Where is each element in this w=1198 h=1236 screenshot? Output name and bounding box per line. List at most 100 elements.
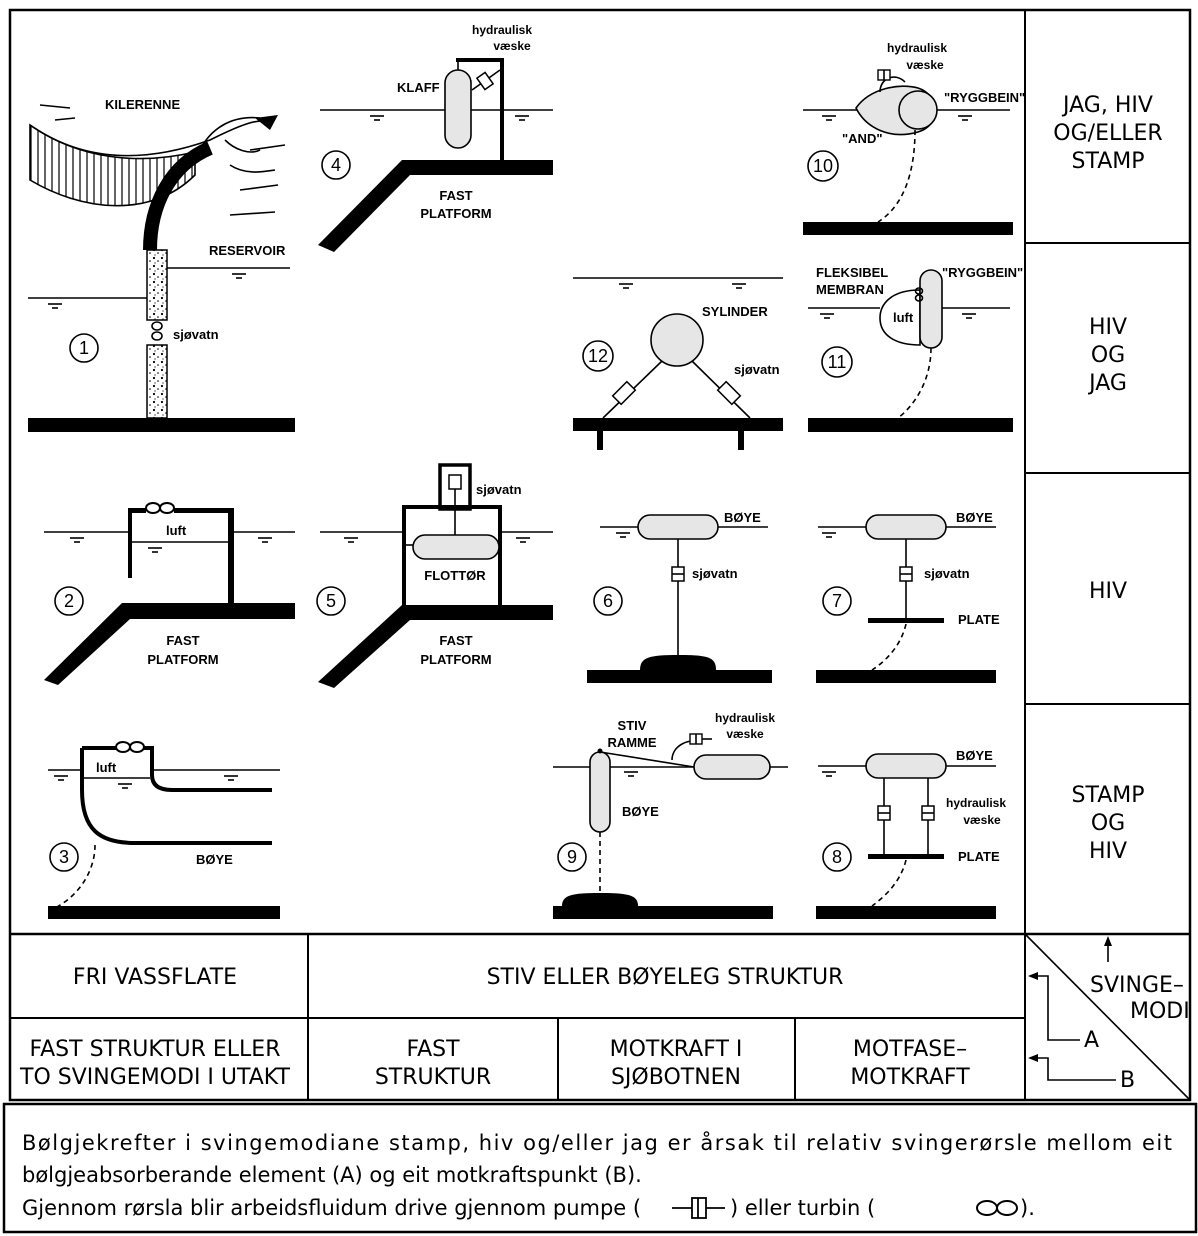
cell-9-label-hydraulisk: hydraulisk [715,711,775,725]
cell-5-float: 5 sjøvatn FLOTTØR FAST PLATFORM [317,465,553,688]
cell-7-label-sjovatn: sjøvatn [924,566,970,581]
cell-10-label-and: "AND" [842,131,883,146]
cell-12-label-sjovatn: sjøvatn [734,362,780,377]
cell-11-label-membran: MEMBRAN [816,282,884,297]
cell-2-label-platform: PLATFORM [147,652,218,667]
cell-1-label-reservoir: RESERVOIR [209,243,286,258]
caption-line-3a: Gjennom rørsla blir arbeidsfluidum drive… [22,1196,641,1220]
cell-12-number: 12 [588,346,608,366]
free-surface-label: FRI VASSFLATE [73,965,237,990]
cell-2-label-fast: FAST [166,633,199,648]
cell-1-label-sjovatn: sjøvatn [173,327,219,342]
cell-8-label-vaeske: væske [963,813,1001,827]
cell-2-number: 2 [64,591,74,611]
mode-2-line-1: HIV [1089,315,1127,340]
legend-a: A [1084,1028,1099,1053]
cell-6-label-sjovatn: sjøvatn [692,566,738,581]
cell-8-number: 8 [832,847,842,867]
cell-11-label-ryggbein: "RYGGBEIN" [942,265,1023,280]
cell-3-number: 3 [59,847,69,867]
caption-line-3c: ). [1020,1196,1035,1220]
cell-4-label-klaff: KLAFF [397,80,440,95]
cell-3-floating-owc: 3 luft BØYE [48,740,280,919]
cell-4-flap: 4 hydraulisk væske KLAFF FAST PLATFORM [318,23,553,252]
cell-10-label-vaeske: væske [906,58,944,72]
mode-1-line-3: STAMP [1072,149,1145,174]
mode-legend: SVINGE– MODI A B [1028,936,1190,1093]
arrow-up-icon [1104,936,1112,946]
cell-4-label-fast: FAST [439,188,472,203]
fixed-structure-or-two-modes-line-1: FAST STRUKTUR ELLER [29,1037,280,1062]
cell-4-number: 4 [331,155,341,175]
arrow-left-icon [1028,1054,1038,1062]
cell-8-buoy-plate-hydraulic: 8 BØYE hydraulisk væske PLATE [816,748,1006,919]
cell-8-label-boye: BØYE [956,748,993,763]
cell-9-label-boye: BØYE [622,804,659,819]
cell-12-label-sylinder: SYLINDER [702,304,768,319]
caption: Bølgjekrefter i svingemodiane stamp, hiv… [22,1130,1172,1220]
mode-2-line-3: JAG [1087,371,1127,396]
cell-7-label-plate: PLATE [958,612,1000,627]
mode-4-line-2: OG [1091,811,1125,836]
cell-11-label-luft: luft [893,310,914,325]
category-labels: FRI VASSFLATE STIV ELLER BØYELEG STRUKTU… [19,965,970,1090]
mode-3-line-1: HIV [1089,579,1127,604]
cell-1-number: 1 [79,338,89,358]
legend-svinge: SVINGE– [1090,973,1184,998]
cell-10-duck: 10 hydraulisk væske "RYGGBEIN" "AND" [803,41,1025,235]
mode-4-line-3: HIV [1089,839,1127,864]
caption-line-1: Bølgjekrefter i svingemodiane stamp, hiv… [22,1130,1172,1155]
cell-1-tapchan: 1 KILERENNE RESERVOIR sjøvatn [28,97,295,432]
cell-5-number: 5 [326,591,336,611]
pump-icon [672,1198,725,1218]
seabed-reaction-line-1: MOTKRAFT I [610,1037,743,1062]
cell-2-label-luft: luft [166,523,187,538]
legend-modi: MODI [1130,999,1190,1024]
antiphase-reaction-line-1: MOTFASE– [853,1037,967,1062]
cell-2-owc: 2 luft FAST PLATFORM [44,501,295,685]
mode-labels: JAG, HIV OG/ELLER STAMP HIV OG JAG HIV S… [1053,93,1162,864]
cell-6-buoy-seabed: 6 BØYE sjøvatn [587,510,772,683]
cell-9-label-stiv: STIV [618,718,647,733]
cell-5-label-flottor: FLOTTØR [424,568,486,583]
cell-4-label-hydraulisk: hydraulisk [472,23,532,37]
fixed-structure-line-2: STRUKTUR [375,1065,491,1090]
cell-6-number: 6 [603,591,613,611]
caption-line-3b: ) eller turbin ( [730,1196,875,1220]
fixed-structure-or-two-modes-line-2: TO SVINGEMODI I UTAKT [19,1065,290,1090]
cell-11-number: 11 [828,352,847,372]
fixed-structure-line-1: FAST [406,1037,460,1062]
cell-12-cylinder: 12 SYLINDER sjøvatn [573,278,783,450]
cell-8-label-plate: PLATE [958,849,1000,864]
cell-7-label-boye: BØYE [956,510,993,525]
cell-3-label-boye: BØYE [196,852,233,867]
mode-1-line-2: OG/ELLER [1053,121,1162,146]
cell-9-label-ramme: RAMME [607,735,656,750]
cell-7-number: 7 [832,591,842,611]
cell-1-label-kilerenne: KILERENNE [105,97,180,112]
cell-8-label-hydraulisk: hydraulisk [946,796,1006,810]
rigid-structure-label: STIV ELLER BØYELEG STRUKTUR [487,965,844,990]
cell-5-label-platform: PLATFORM [420,652,491,667]
caption-line-2: bølgjeabsorberande element (A) og eit mo… [22,1163,642,1187]
cell-9-label-vaeske: væske [726,727,764,741]
cell-11-label-fleksibel: FLEKSIBEL [816,265,888,280]
seabed-reaction-line-2: SJØBOTNEN [611,1065,741,1090]
cell-9-hinged-buoys: 9 STIV RAMME hydraulisk væske BØYE [553,711,788,919]
antiphase-reaction-line-2: MOTKRAFT [850,1065,970,1090]
cell-6-label-boye: BØYE [724,510,761,525]
cell-11-flexible-membrane: 11 FLEKSIBEL MEMBRAN "RYGGBEIN" luft [808,265,1023,432]
cell-3-label-luft: luft [96,760,117,775]
legend-b: B [1120,1068,1135,1093]
cell-10-label-hydraulisk: hydraulisk [887,41,947,55]
turbine-icon [977,1201,1017,1215]
cell-4-label-platform: PLATFORM [420,206,491,221]
cell-7-buoy-plate: 7 BØYE sjøvatn PLATE [816,510,1000,683]
cell-10-number: 10 [813,156,833,176]
mode-2-line-2: OG [1091,343,1125,368]
cell-10-label-ryggbein: "RYGGBEIN" [944,90,1025,105]
cell-5-label-fast: FAST [439,633,472,648]
mode-1-line-1: JAG, HIV [1061,93,1153,118]
cell-4-label-vaeske: væske [493,39,531,53]
